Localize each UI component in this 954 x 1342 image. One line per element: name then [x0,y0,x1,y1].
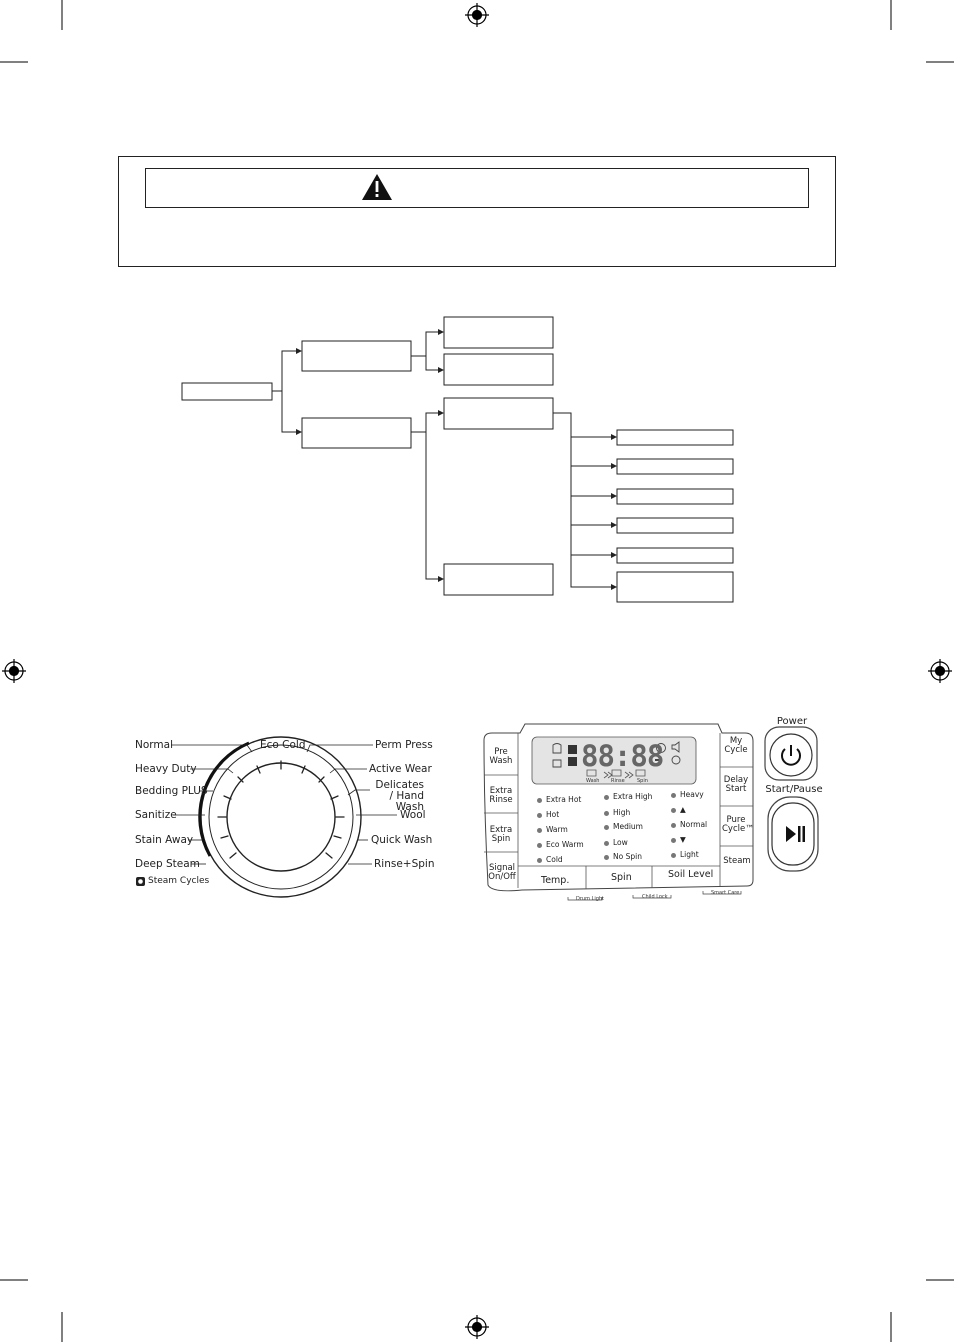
dial-label-perm-press: Perm Press [375,739,433,751]
dial-label-heavy-duty: Heavy Duty [135,763,197,775]
lcd-digits: 88:88 [581,739,664,773]
spin-option-medium: Medium [604,822,643,831]
dial-label-deep-steam: Deep Steam [135,858,200,870]
temp-option-extra-hot: Extra Hot [537,795,581,804]
flow-box-a1 [443,316,554,349]
extra-spin-button[interactable]: Extra Spin [489,825,513,844]
start-pause-label: Start/Pause [765,784,823,795]
temp-button[interactable]: Temp. [541,875,570,886]
flow-box-c6 [616,571,734,603]
spin-option-high: High [604,808,630,817]
stage-rinse: Rinse [611,778,625,784]
dial-label-delicates-hand-wash: Delicates / Hand Wash [375,779,424,814]
flow-box-branch-a [301,340,412,372]
lock-status-icon [671,755,681,765]
warning-header [145,168,809,208]
soil-option-heavy: Heavy [671,790,704,799]
temp-option-warm: Warm [537,825,568,834]
flow-box-b2 [443,563,554,596]
hold-label-drum-light: Drum Light [576,896,605,902]
flow-box-branch-b [301,417,412,449]
dial-label-rinse-spin: Rinse+Spin [374,858,435,870]
stage-wash: Wash [586,778,600,784]
pre-wash-button[interactable]: Pre Wash [489,747,513,766]
dial-label-eco-cold: Eco Cold [260,739,306,751]
warning-box [118,156,836,267]
extra-rinse-button[interactable]: Extra Rinse [489,786,513,805]
flow-box-b1 [443,397,554,430]
dial-label-active-wear: Active Wear [369,763,432,775]
lock-icon [568,745,577,754]
spin-button[interactable]: Spin [611,872,632,883]
flow-box-a2 [443,353,554,386]
stage-spin: Spin [637,778,648,784]
steam-indicator-icon [568,757,577,766]
soil-option-normal: Normal [671,820,707,829]
signal-on-off-button[interactable]: Signal On/Off [488,863,516,882]
spin-option-low: Low [604,838,628,847]
hold-label-child-lock: Child Lock [642,894,668,900]
start-button-frame [767,796,819,872]
flow-box-c5 [616,547,734,564]
spin-option-no-spin: No Spin [604,852,642,861]
temp-option-cold: Cold [537,855,563,864]
flow-box-c3 [616,488,734,505]
temp-option-hot: Hot [537,810,559,819]
flow-box-c4 [616,517,734,534]
steam-cycles-label: Steam Cycles [148,876,210,886]
dial-label-wool: Wool [400,809,426,821]
dial-label-bedding-plus: Bedding PLUS [135,785,208,797]
registration-mark-left [2,659,26,683]
power-label: Power [776,716,808,727]
registration-mark-top [465,3,489,27]
dial-label-stain-away: Stain Away [135,834,194,846]
sound-icon [671,741,680,753]
temp-option-eco-warm: Eco Warm [537,840,584,849]
registration-mark-right [928,659,952,683]
soil-option-light: Light [671,850,699,859]
dial-label-normal: Normal [135,739,173,751]
spin-option-extra-high: Extra High [604,792,652,801]
smart-icon [656,743,666,753]
soil-level-button[interactable]: Soil Level [668,869,714,880]
pure-cycle-button[interactable]: Pure Cycle™ [722,815,754,834]
power-icon [781,748,801,766]
registration-mark-bottom [465,1315,489,1339]
delay-start-button[interactable]: Delay Start [723,775,749,794]
play-pause-icon [786,826,796,842]
my-cycle-button[interactable]: My Cycle [724,736,748,755]
soil-option-up: ▲ [671,805,686,814]
soil-option-down: ▼ [671,835,686,844]
dial-label-sanitize: Sanitize [135,809,177,821]
power-button-frame [764,726,818,781]
dial-label-quick-wash: Quick Wash [371,834,433,846]
hold-label-smart-care: Smart Care [711,890,740,896]
steam-button[interactable]: Steam [723,856,751,866]
flow-box-c2 [616,458,734,475]
flow-box-c1 [616,429,734,446]
